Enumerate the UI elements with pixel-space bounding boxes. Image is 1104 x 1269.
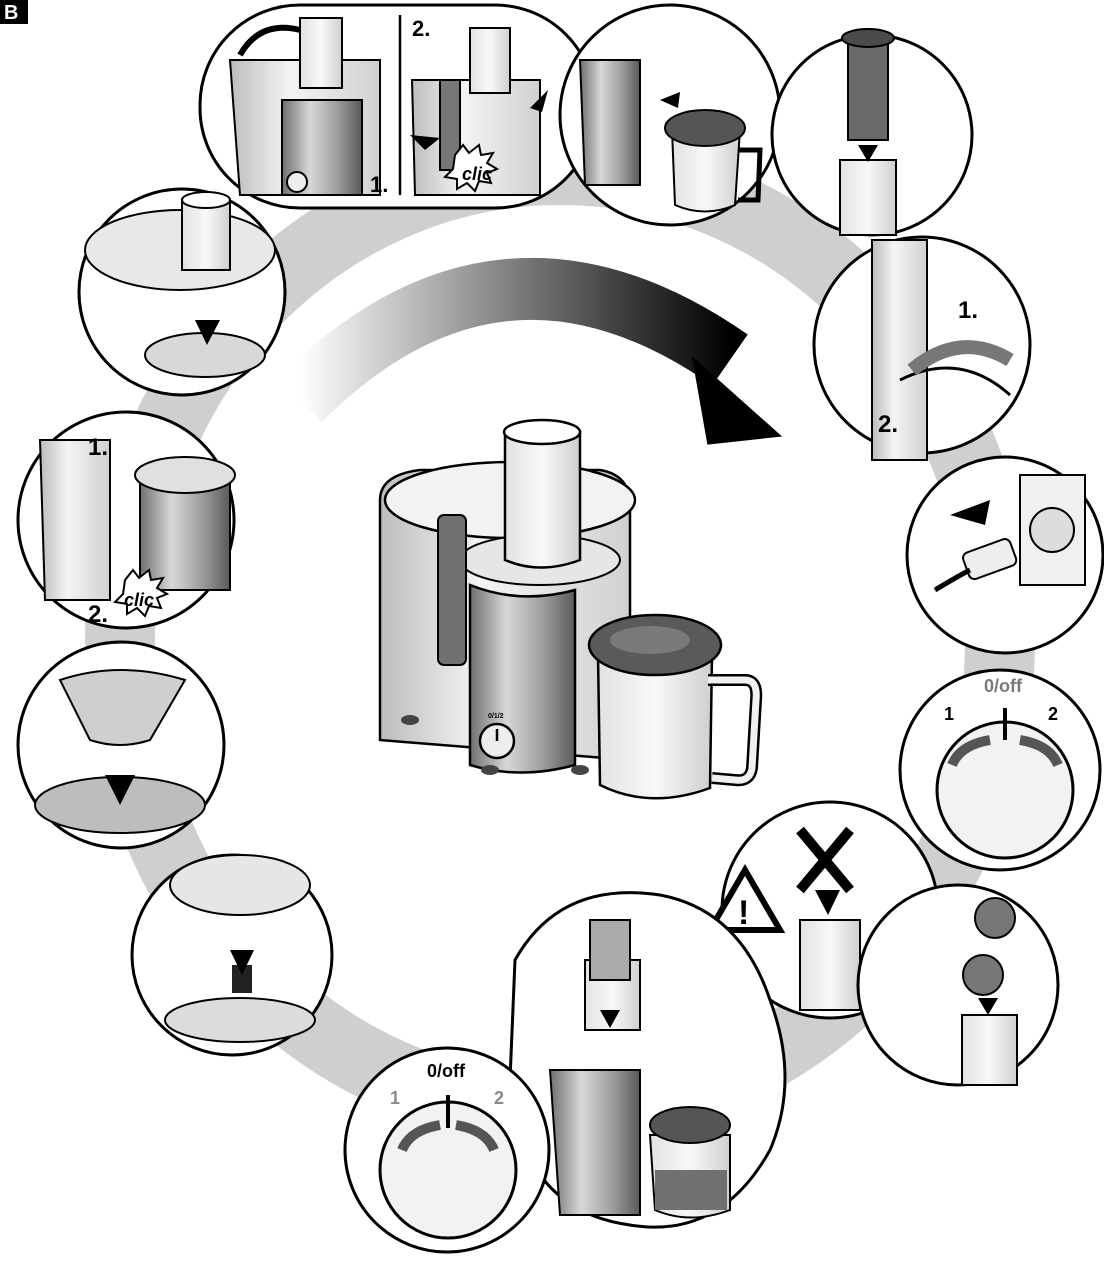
step-lid-latch-step2: 2.	[412, 16, 430, 41]
apple-icon	[962, 954, 1004, 996]
warning-symbol: !	[738, 894, 749, 932]
down-arrow-icon	[858, 145, 878, 162]
step-cover-place	[77, 187, 287, 397]
switch-on-off-label: 0/off	[984, 676, 1023, 696]
safety-latch	[437, 514, 467, 666]
juice-jug	[587, 613, 763, 800]
step-press-fruit	[508, 891, 787, 1229]
step-switch-on: 0/off 1 2	[898, 668, 1102, 872]
step-jug-attach	[558, 3, 782, 227]
turn-right-arrow-icon	[1019, 735, 1063, 768]
step-insert-fruit-frame	[856, 883, 1060, 1087]
step-cable-unwind-step1: 1.	[958, 297, 978, 324]
mini-feed-tube-left	[299, 17, 343, 89]
figure-label: B	[4, 2, 18, 24]
filter-basket	[58, 669, 187, 746]
down-arrow-icon	[600, 1010, 620, 1028]
feed-tube-opening	[502, 418, 582, 446]
speed-dial-label: 0/1/2	[488, 713, 504, 720]
turn-center-arrow-icon	[397, 1120, 441, 1153]
juicer-appliance: 0/1/2	[378, 418, 763, 800]
step-insert-fruit	[856, 883, 1060, 1087]
mini-feed-tube	[839, 159, 897, 236]
switch-knob	[935, 720, 1075, 860]
down-arrow-icon	[195, 320, 220, 345]
power-cable	[933, 567, 972, 593]
sequence-arrow-arc	[278, 257, 748, 422]
jug-body	[596, 653, 714, 800]
switch-on-left-label: 1	[944, 704, 954, 724]
attach-arrow-icon	[660, 92, 680, 108]
mini-jug-lid	[664, 109, 746, 147]
push-arrow-icon	[530, 90, 548, 112]
switch-on-right-label: 2	[1048, 704, 1058, 724]
step-pulp-container-step2: 2.	[88, 601, 108, 628]
push-arrow-icon	[410, 135, 440, 150]
click-burst-icon	[442, 143, 500, 193]
step-filter-holder	[130, 853, 334, 1057]
apple-icon	[974, 897, 1016, 939]
switch-off-left-label: 1	[390, 1088, 400, 1108]
turn-center-arrow-icon	[455, 1120, 499, 1153]
step-switch-off: 0/off 1 2	[343, 1046, 551, 1254]
juicer-cover	[84, 209, 276, 291]
step-pulp-container: 1. 2. clic	[16, 410, 236, 630]
motor-shaft	[232, 965, 252, 993]
step-lid-latch-sound: clic	[462, 164, 492, 184]
step-pulp-container-sound: clic	[124, 590, 154, 610]
step-cable-unwind: 1. 2.	[812, 235, 1032, 461]
down-arrow-icon	[105, 775, 135, 805]
step-lid-latch-step1: 1.	[370, 172, 388, 197]
mini-jug	[670, 129, 742, 213]
click-burst-icon	[112, 568, 170, 618]
food-pusher	[847, 39, 889, 141]
turn-left-arrow-icon	[947, 735, 991, 768]
step-filter-basket	[16, 640, 226, 850]
feed-tube	[503, 430, 582, 569]
figure-label-box	[0, 0, 28, 24]
food-pusher	[589, 919, 631, 981]
switch-off-right-label: 2	[494, 1088, 504, 1108]
step-plug-in	[905, 455, 1104, 655]
step-lid-latch: 1. 2. clic	[198, 3, 597, 210]
plug-arrow-icon	[950, 500, 990, 525]
warning-triangle-icon	[704, 864, 786, 933]
sequence-arrow-head	[691, 355, 783, 445]
rotate-arrow-icon	[237, 24, 301, 57]
step-cable-unwind-step2: 2.	[878, 411, 898, 438]
rotate-arrow-icon	[907, 340, 1014, 376]
latch-lever	[439, 79, 461, 171]
power-plug	[962, 538, 1018, 581]
step-pusher-insert	[770, 28, 974, 237]
switch-off-off-label: 0/off	[427, 1061, 466, 1081]
step-pulp-container-step1: 1.	[88, 434, 108, 461]
